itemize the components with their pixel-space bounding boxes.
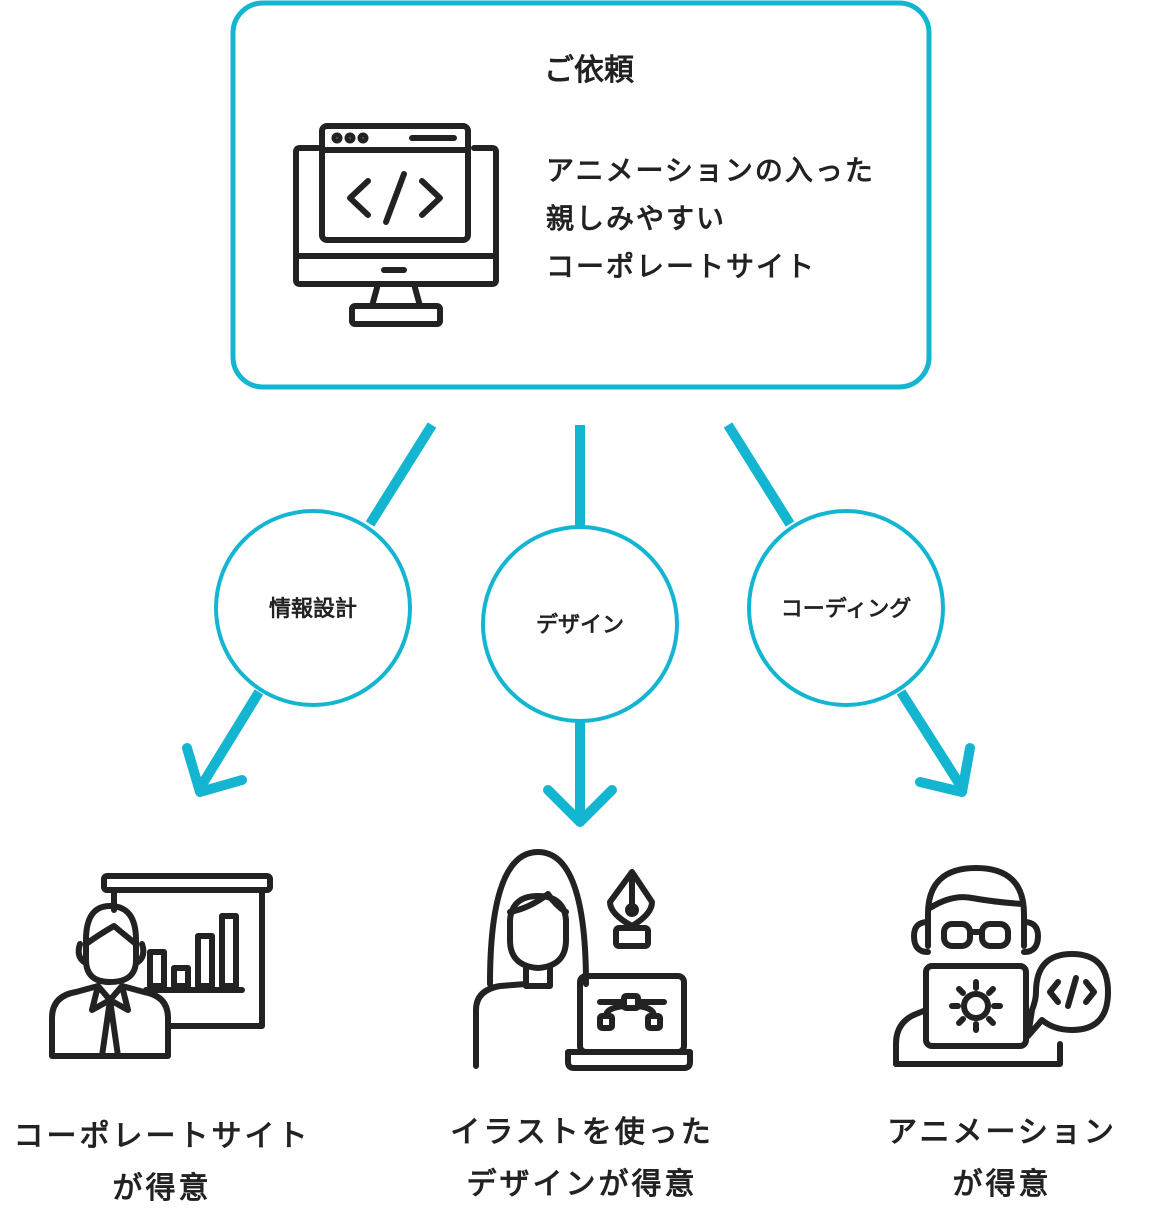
connector-right-bottom [896, 689, 967, 791]
step-circle-2: デザイン [481, 525, 679, 723]
request-line-2: 親しみやすい [546, 202, 726, 235]
result-1-line-2: が得意 [113, 1171, 212, 1206]
result-1-line-1: コーポレートサイト [14, 1119, 311, 1154]
result-2-line-2: デザインが得意 [467, 1167, 698, 1202]
arrowheads [182, 743, 975, 827]
result-3-line-2: が得意 [953, 1167, 1052, 1202]
connector-left-top [365, 422, 437, 527]
connectors [195, 422, 967, 820]
designer-pen-laptop-icon [473, 849, 693, 1071]
result-2-line-1: イラストを使った [450, 1115, 713, 1150]
request-title: ご依頼 [544, 53, 635, 88]
presenter-chart-icon [49, 873, 273, 1059]
arrowhead-center [543, 785, 617, 827]
step-label-3: コーディング [781, 596, 911, 622]
arrowhead-left [182, 743, 247, 797]
step-label-1: 情報設計 [269, 596, 357, 622]
request-line-3: コーポレートサイト [546, 250, 816, 283]
result-3-line-1: アニメーション [887, 1115, 1117, 1150]
arrowhead-right [915, 743, 975, 797]
request-line-1: アニメーションの入った [546, 154, 875, 187]
connector-left-bottom [195, 689, 264, 791]
request-box: ご依頼 アニメーションの入った 親しみやすい コーポレートサイト [230, 0, 932, 390]
step-label-2: デザイン [536, 612, 624, 638]
step-circle-1: 情報設計 [214, 509, 412, 707]
step-circle-3: コーディング [747, 509, 945, 707]
monitor-code-icon [293, 123, 499, 327]
connector-right-top [723, 422, 795, 527]
developer-code-icon [893, 865, 1111, 1067]
